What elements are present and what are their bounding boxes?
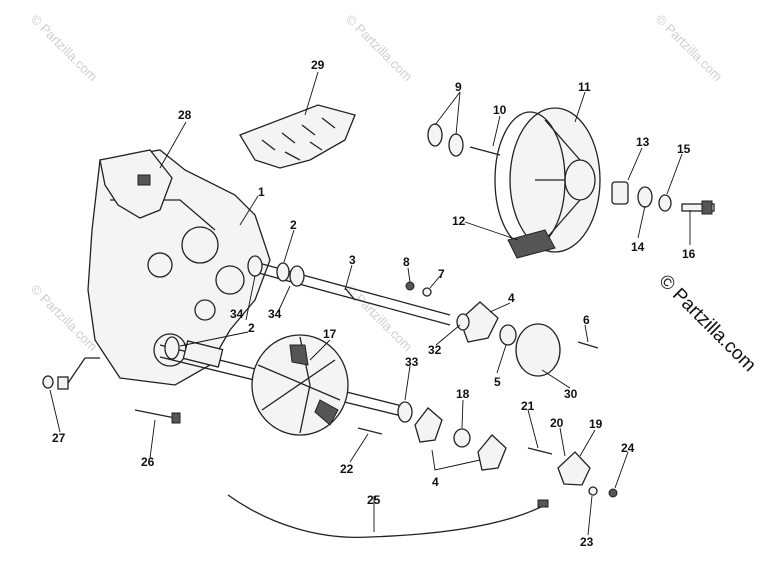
callout-label: 5 [494, 375, 501, 389]
callout-label: 28 [178, 108, 192, 122]
callout-label: 22 [340, 462, 354, 476]
callout-label: 15 [677, 142, 691, 156]
part-bearing-housing-lower [357, 407, 618, 498]
callout-label: 17 [323, 327, 337, 341]
callout-label: 9 [455, 80, 462, 94]
callout-label: 20 [550, 416, 564, 430]
callout-label: 13 [636, 135, 650, 149]
callout-label: 2 [290, 218, 297, 232]
watermark-text: © Partzilla.com [653, 12, 726, 85]
callout-label: 4 [508, 291, 515, 305]
callout-label: 24 [621, 441, 635, 455]
leader-lines [49, 71, 691, 536]
callout-labels: 1 2 2 3 4 4 5 6 7 8 9 10 11 12 13 14 15 … [52, 58, 696, 549]
watermark-text-large: © Partzilla.com [654, 271, 759, 376]
callout-label: 34 [230, 307, 244, 321]
callout-label: 8 [403, 255, 410, 269]
callout-label: 33 [405, 355, 419, 369]
part-bearing-housing-upper [405, 281, 599, 377]
part-pad [507, 229, 556, 259]
callout-label: 12 [452, 214, 466, 228]
callout-label: 1 [258, 185, 265, 199]
part-cable [227, 494, 549, 539]
part-plate [239, 104, 356, 169]
callout-label: 6 [583, 313, 590, 327]
callout-label: 32 [428, 343, 442, 357]
callout-label: 11 [578, 80, 591, 94]
callout-label: 23 [580, 535, 594, 549]
callout-label: 2 [248, 321, 255, 335]
callout-label: 7 [438, 267, 445, 281]
part-drive-sprocket [251, 334, 349, 436]
callout-label: 30 [564, 387, 578, 401]
watermark-text: © Partzilla.com [28, 12, 101, 85]
part-bolt-long [42, 357, 181, 424]
part-clutch-drum [494, 107, 601, 253]
callout-label: 16 [682, 247, 696, 261]
callout-label: 3 [349, 253, 356, 267]
callout-label: 18 [456, 387, 470, 401]
callout-label: 21 [521, 399, 535, 413]
part-bracket [99, 149, 173, 219]
callout-label: 26 [141, 455, 155, 469]
part-washers-upper [427, 123, 501, 157]
callout-label: 4 [432, 475, 439, 489]
part-bolt-stack [611, 181, 715, 215]
watermark-text: © Partzilla.com [343, 12, 416, 85]
callout-label: 25 [367, 493, 381, 507]
callout-label: 29 [311, 58, 325, 72]
callout-label: 19 [589, 417, 603, 431]
callout-label: 34 [268, 307, 282, 321]
part-upper-shaft [247, 255, 451, 326]
watermark-text: © Partzilla.com [343, 282, 416, 355]
callout-label: 10 [493, 103, 507, 117]
callout-label: 27 [52, 431, 66, 445]
callout-label: 14 [631, 240, 645, 254]
